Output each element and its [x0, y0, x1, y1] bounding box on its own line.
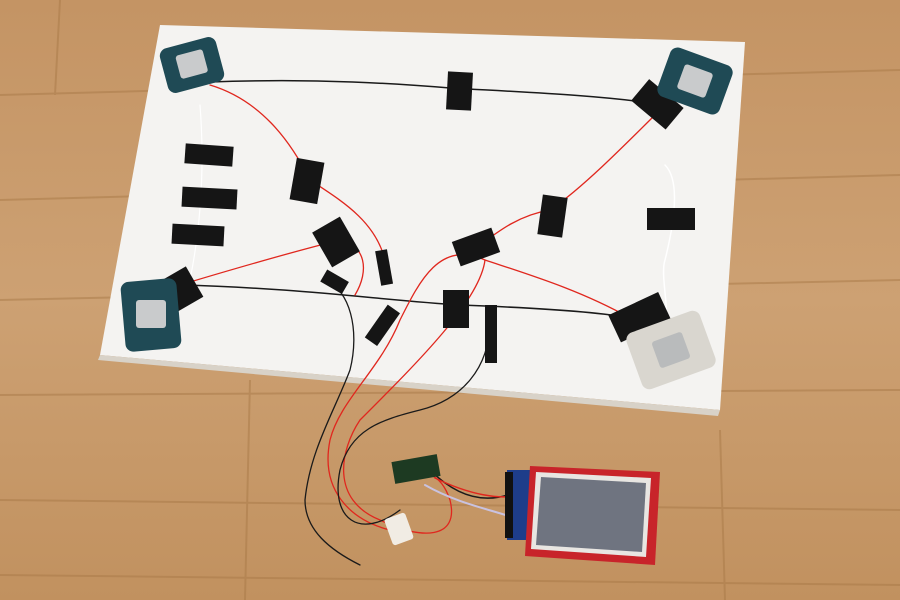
tape: [537, 194, 568, 238]
tape: [320, 269, 349, 295]
tape: [184, 143, 234, 167]
red-wire-4: [327, 254, 631, 531]
display-screen: [536, 477, 646, 552]
black-wire-2: [304, 279, 361, 566]
white-wire-loop: [662, 164, 676, 326]
tape: [181, 186, 238, 210]
tape: [608, 291, 671, 343]
tape: [312, 216, 360, 268]
hx711-amplifier-board: [391, 454, 441, 484]
tape: [171, 223, 225, 247]
black-wire-3: [337, 319, 491, 525]
tape-strips: [158, 71, 695, 363]
tape: [446, 71, 473, 111]
tape: [485, 305, 497, 363]
tape: [443, 290, 469, 328]
load-cell-bottom-right: [626, 310, 716, 390]
tape: [631, 79, 684, 130]
red-wire-5: [343, 259, 486, 534]
tft-display: [505, 466, 660, 565]
paper-label: [384, 512, 414, 546]
white-board: [100, 25, 745, 410]
board-edge: [98, 355, 720, 416]
tape: [375, 249, 394, 286]
load-cell-bottom-left: [120, 278, 182, 352]
tape: [289, 157, 325, 205]
tape: [647, 208, 695, 230]
tape: [364, 304, 401, 346]
load-cell-top-left: [159, 37, 225, 93]
tape: [451, 227, 501, 267]
load-cell-top-right: [657, 47, 733, 115]
